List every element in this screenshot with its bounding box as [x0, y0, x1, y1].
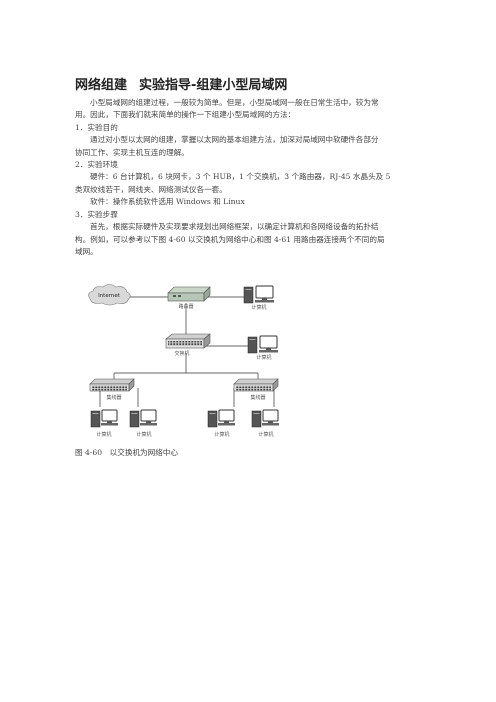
switch-pc-label: 计算机	[256, 354, 271, 361]
section-1-line-1: 通过对小型以太网的组建，掌握以太网的基本组建方法，加深对局域网中软硬件各部分	[90, 135, 379, 145]
router-label: 路由器	[178, 303, 193, 310]
hub-icon	[89, 378, 135, 392]
computer-icon	[247, 335, 278, 354]
hub-right-label: 集线器	[250, 394, 265, 401]
section-1-line-2: 协同工作、实现主机互连的理解。	[75, 147, 189, 157]
computer-icon	[207, 409, 235, 428]
page-title: 网络组建实验指导-组建小型局域网	[75, 74, 287, 93]
switch-icon	[165, 333, 211, 349]
pc-1-label: 计算机	[96, 431, 111, 438]
computer-icon	[243, 285, 274, 304]
section-1-heading: 1．实验目的	[75, 123, 118, 132]
internet-label: Internet	[98, 293, 121, 299]
switch-label: 交换机	[174, 350, 189, 357]
network-topology-diagram: Internet 路由器 计算机 交换机	[88, 284, 279, 438]
section-3: 3．实验步骤 首先，根据实际硬件及实现要求规划出网络框架，以确定计算机和各网络设…	[75, 209, 420, 259]
section-3-line-2: 构。例如，可以参考以下图 4-60 以交换机为网络中心和图 4-61 用路由器连…	[75, 234, 385, 244]
pc-3-label: 计算机	[214, 431, 229, 438]
section-3-heading: 3．实验步骤	[75, 210, 118, 219]
section-3-line-3: 域网。	[75, 247, 98, 257]
section-1: 1．实验目的 通过对小型以太网的组建，掌握以太网的基本组建方法，加深对局域网中软…	[75, 122, 420, 159]
router-icon	[167, 286, 211, 302]
computer-icon	[90, 409, 118, 428]
hub-icon	[233, 378, 279, 392]
intro-line-2: 用。因此，下面我们就来简单的操作一下组建小型局域网的方法：	[75, 110, 296, 120]
section-2: 2．实验环境 硬件：6 台计算机，6 块网卡，3 个 HUB，1 个交换机，3 …	[75, 159, 420, 209]
computer-icon	[251, 409, 279, 428]
pc-2-label: 计算机	[136, 431, 151, 438]
section-2-software: 软件：操作系统软件选用 Windows 和 Linux	[90, 197, 245, 207]
figure-caption: 图 4-60 以交换机为网络中心	[75, 448, 179, 457]
hub-left-label: 集线器	[106, 394, 121, 401]
section-2-hardware-line-1: 硬件：6 台计算机，6 块网卡，3 个 HUB，1 个交换机，3 个路由器，RJ…	[90, 172, 391, 182]
section-3-line-1: 首先，根据实际硬件及实现要求规划出网络框架，以确定计算机和各网络设备的拓扑结	[90, 222, 379, 232]
intro-paragraph: 小型局域网的组建过程，一般较为简单。但是，小型局域网一般在日常生活中，较为常 用…	[75, 97, 420, 122]
internet-cloud-icon	[88, 284, 131, 306]
title-part-2: 实验指导-组建小型局域网	[139, 78, 288, 93]
section-2-heading: 2．实验环境	[75, 160, 118, 169]
router-pc-label: 计算机	[251, 304, 266, 311]
intro-line-1: 小型局域网的组建过程，一般较为简单。但是，小型局域网一般在日常生活中，较为常	[90, 98, 379, 107]
section-2-hardware-line-2: 类双绞线若干，网线夹、网络测试仪各一套。	[75, 184, 227, 194]
computer-icon	[129, 409, 157, 428]
title-part-1: 网络组建	[75, 78, 128, 93]
pc-4-label: 计算机	[258, 431, 273, 438]
